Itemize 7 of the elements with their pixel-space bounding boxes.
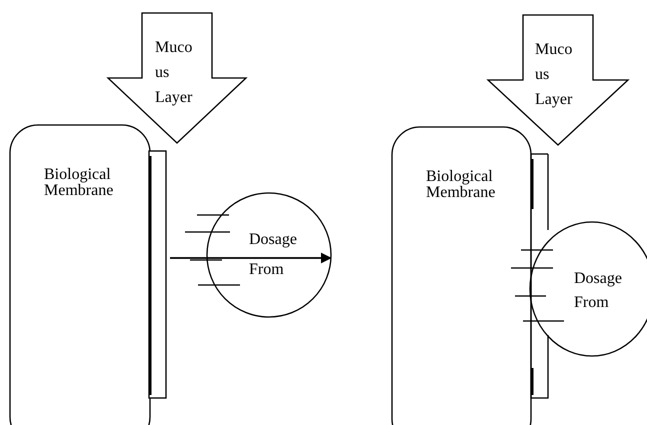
layer-label: Muco us Layer bbox=[155, 38, 194, 108]
dosage-label: Dosage From bbox=[249, 230, 298, 280]
membrane-label: Biological Membrane bbox=[426, 169, 496, 201]
membrane-label: Biological Membrane bbox=[44, 167, 114, 199]
arrow bbox=[170, 252, 332, 264]
layer-label: Muco us Layer bbox=[535, 40, 574, 110]
dosage-label: Dosage From bbox=[574, 269, 623, 313]
